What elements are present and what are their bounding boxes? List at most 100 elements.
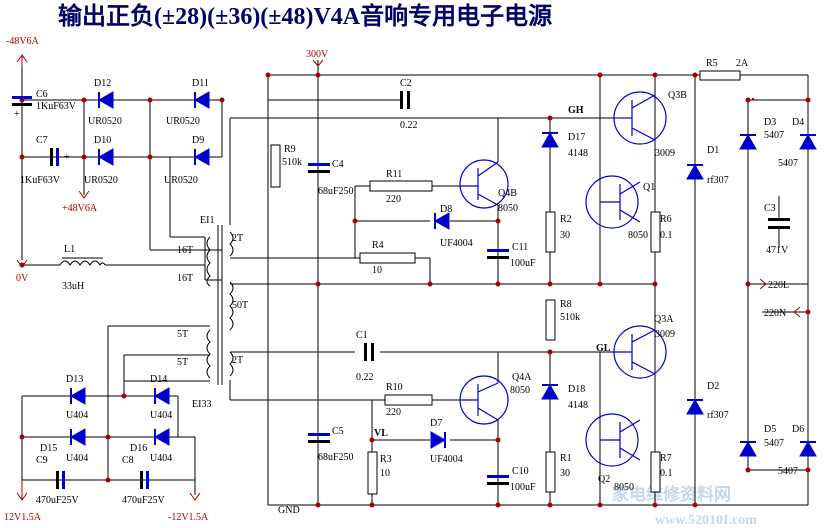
svg-text:U404: U404 <box>66 453 88 464</box>
rail-300v-label: 300V <box>306 49 329 60</box>
svg-text:Q1: Q1 <box>643 182 655 193</box>
svg-text:D12: D12 <box>94 78 111 89</box>
svg-text:8050: 8050 <box>628 230 648 241</box>
svg-text:8050: 8050 <box>614 482 634 493</box>
svg-text:16T: 16T <box>177 245 193 256</box>
svg-text:+: + <box>64 152 70 163</box>
rectifier-12v <box>19 325 210 495</box>
svg-text:C2: C2 <box>400 78 412 89</box>
svg-text:30: 30 <box>560 468 570 479</box>
svg-text:R8: R8 <box>560 299 572 310</box>
svg-text:C3: C3 <box>764 203 776 214</box>
rail-neg12-label: -12V1.5A <box>168 512 209 523</box>
svg-text:510k: 510k <box>282 157 302 168</box>
svg-text:1KuF63V: 1KuF63V <box>20 175 61 186</box>
capacitor-c6: C6 1KuF63V + <box>12 89 77 120</box>
capacitor-c7: C7 1KuF63V + <box>20 135 70 186</box>
svg-text:U404: U404 <box>150 410 172 421</box>
svg-text:D3: D3 <box>764 117 776 128</box>
svg-text:R1: R1 <box>560 453 572 464</box>
svg-text:R10: R10 <box>386 382 403 393</box>
rail-12v-label: 12V1.5A <box>4 512 42 523</box>
svg-text:5T: 5T <box>177 357 188 368</box>
svg-text:Q2: Q2 <box>598 474 610 485</box>
svg-text:UR0520: UR0520 <box>88 116 122 127</box>
svg-text:30: 30 <box>560 230 570 241</box>
rail-zero-label: 0V <box>16 273 29 284</box>
ac-l-label: 220L <box>768 280 789 291</box>
svg-text:D13: D13 <box>66 374 83 385</box>
svg-text:U404: U404 <box>66 410 88 421</box>
svg-text:100uF: 100uF <box>510 482 536 493</box>
svg-text:D1: D1 <box>707 145 719 156</box>
svg-text:EI1: EI1 <box>200 215 214 226</box>
svg-text:68uF250: 68uF250 <box>318 452 354 463</box>
capacitor-c1: C10.22 <box>356 330 374 383</box>
resistor-r7: R70.1 <box>650 451 673 493</box>
capacitor-c9: C9 470uF25V <box>36 455 80 506</box>
svg-text:C4: C4 <box>332 159 344 170</box>
svg-text:D14: D14 <box>150 374 167 385</box>
svg-text:UR0520: UR0520 <box>164 175 198 186</box>
svg-text:+: + <box>14 109 20 120</box>
diode-d3: D3 5407 <box>739 117 784 150</box>
transistor-q2: Q2 8050 <box>585 413 641 493</box>
svg-text:2T: 2T <box>232 355 243 366</box>
svg-text:R4: R4 <box>372 240 384 251</box>
arrow-up-icon <box>16 54 28 68</box>
svg-text:L1: L1 <box>64 244 75 255</box>
svg-text:C11: C11 <box>512 242 528 253</box>
svg-text:510k: 510k <box>560 312 580 323</box>
resistor-r8: R8 510k <box>545 299 580 341</box>
arrow-down-icon <box>78 190 90 199</box>
svg-text:EI33: EI33 <box>192 399 211 410</box>
arrow-down-icon <box>189 492 201 501</box>
ac-input-arrow-icon <box>793 306 801 318</box>
svg-text:R2: R2 <box>560 214 572 225</box>
resistor-r6: R60.1 <box>650 211 673 253</box>
arrow-down-icon <box>16 480 28 501</box>
svg-text:rf307: rf307 <box>707 175 729 186</box>
svg-text:0.1: 0.1 <box>660 230 673 241</box>
rail-pos48-label: +48V6A <box>62 203 98 214</box>
svg-text:3009: 3009 <box>655 148 675 159</box>
half-bridge-wiring <box>229 60 696 508</box>
schematic-title: 输出正负(±28)(±36)(±48)V4A音响专用电子电源 <box>58 2 552 30</box>
svg-text:5407: 5407 <box>764 130 784 141</box>
svg-text:Q3B: Q3B <box>668 90 687 101</box>
svg-text:C10: C10 <box>512 466 529 477</box>
svg-text:2T: 2T <box>232 233 243 244</box>
svg-text:D16: D16 <box>130 443 147 454</box>
ac-n-label: 220N <box>764 308 786 319</box>
svg-text:5407: 5407 <box>778 158 798 169</box>
net-gh-label: GH <box>568 105 584 116</box>
arrow-down-icon <box>16 259 28 268</box>
svg-text:Q3A: Q3A <box>654 314 674 325</box>
svg-text:D9: D9 <box>192 135 204 146</box>
watermark-text: 家电维修资料网 <box>612 484 731 504</box>
svg-text:D2: D2 <box>707 381 719 392</box>
transistor-q3b: Q3B 3009 <box>613 90 687 159</box>
svg-text:100uF: 100uF <box>510 258 536 269</box>
net-gl-label: GL <box>596 343 611 354</box>
svg-text:UF4004: UF4004 <box>440 238 473 249</box>
svg-text:C7: C7 <box>36 135 48 146</box>
svg-text:220: 220 <box>386 407 401 418</box>
svg-text:16T: 16T <box>177 273 193 284</box>
svg-text:UR0520: UR0520 <box>166 116 200 127</box>
